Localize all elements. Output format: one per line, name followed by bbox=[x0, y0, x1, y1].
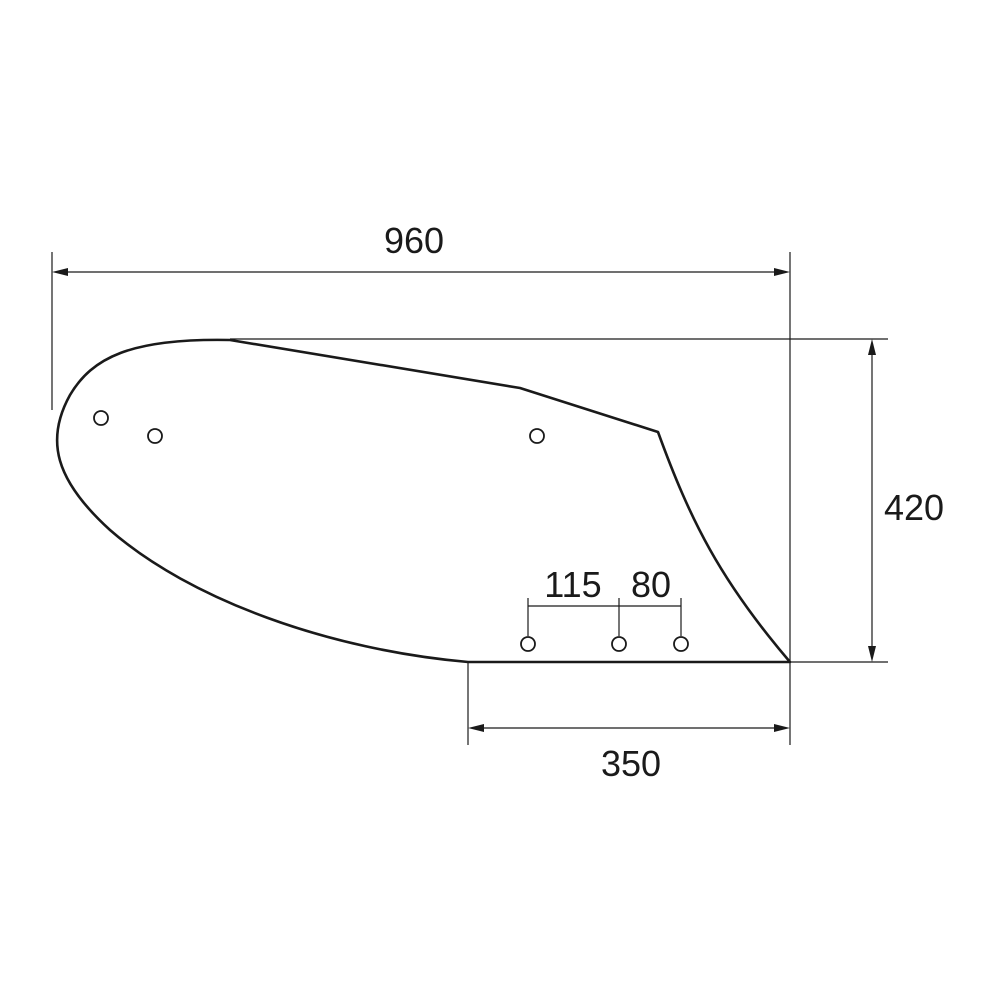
mounting-hole bbox=[147, 428, 163, 444]
dimension-label-115: 115 bbox=[544, 564, 601, 605]
mounting-hole bbox=[529, 428, 545, 444]
mounting-hole bbox=[93, 410, 109, 426]
mounting-hole bbox=[520, 636, 536, 652]
dimension-label-420: 420 bbox=[884, 487, 944, 528]
dimension-label-80: 80 bbox=[631, 564, 671, 605]
dimension-label-960: 960 bbox=[384, 220, 444, 261]
dimension-420 bbox=[868, 339, 876, 662]
blade-outline bbox=[55, 338, 792, 664]
mounting-hole bbox=[673, 636, 689, 652]
dimension-350 bbox=[468, 724, 790, 732]
mounting-hole bbox=[611, 636, 627, 652]
dimension-label-350: 350 bbox=[601, 743, 661, 784]
hole-spacing-bracket bbox=[527, 598, 682, 636]
dimension-960 bbox=[52, 268, 790, 276]
